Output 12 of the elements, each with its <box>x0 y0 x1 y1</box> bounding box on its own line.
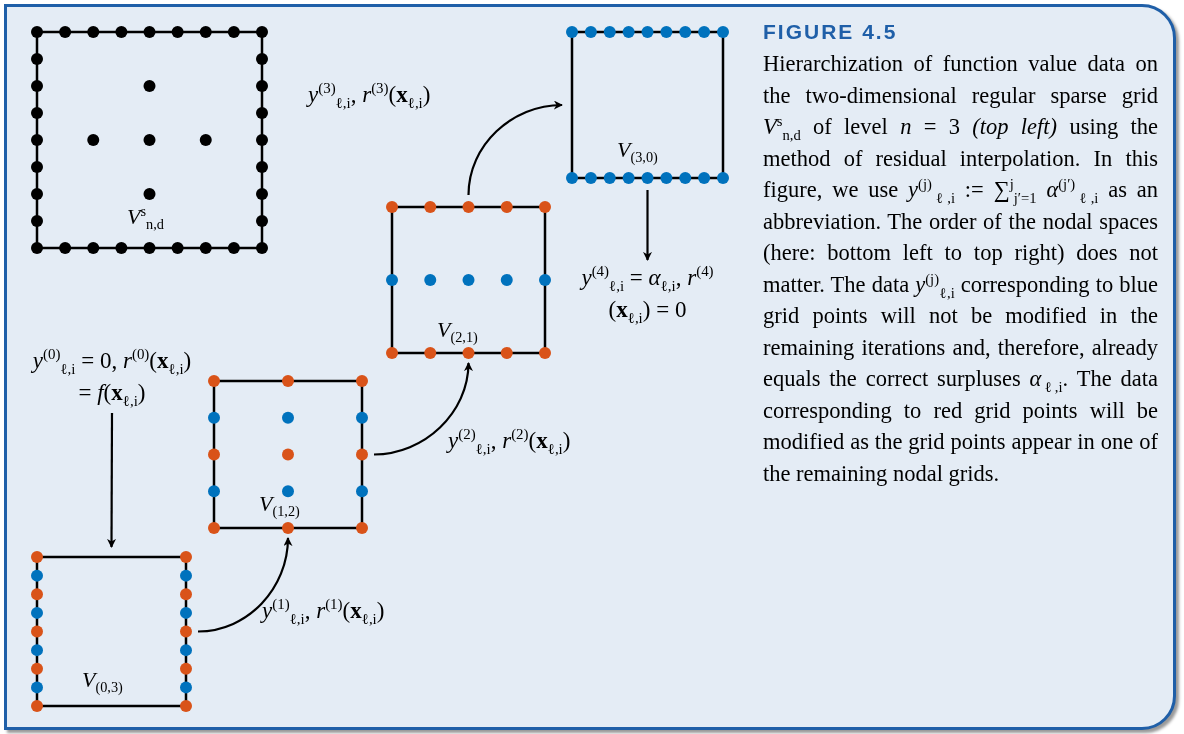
curved-arrow <box>643 190 652 261</box>
formula-text: y$^{(4)}$$_{ℓ,i}$ = α$_{ℓ,i}$, r$^{(4)}$(x$_{ℓ,i}$) = 0 <box>578 262 715 327</box>
formula-text: y$^{(0)}$$_{ℓ,i}$ = 0, r$^{(0)}$(x$_{ℓ,i}$) = f(x$_{ℓ,i}$) <box>32 345 192 410</box>
edge-label: y$^{(3)}$$_{ℓ,i}$, r$^{(3)}$(x$_{ℓ,i}$) <box>308 82 431 108</box>
edge-label: y$^{(2)}$$_{ℓ,i}$, r$^{(2)}$(x$_{ℓ,i}$) <box>448 428 571 454</box>
curved-arrow <box>107 413 117 548</box>
curved-arrow <box>373 362 473 456</box>
edge-label: y$^{(1)}$$_{ℓ,i}$, r$^{(1)}$(x$_{ℓ,i}$) <box>262 598 385 624</box>
curved-arrow <box>197 537 292 633</box>
curved-arrow <box>467 101 563 196</box>
figure-caption: Hierarchization of function value data on the two-dimensional regular sparse grid V$^{s}$$_{n,d}$ of level n = 3 (top left) using the method of residual interpolation. In this figure, we use y$^{(j)}$$_{ℓ,i}$ := ∑$^{j}$$_{j′=1}$ α$^{(j′)}$$_{ℓ,i}$ as an abbreviation. The order of the nodal spaces (here: bottom left to top right) does not matter. The data y$^{(j)}$$_{ℓ,i}$ corresponding to blue grid points will not be modified in the remaining iterations and, therefore, already equals the correct surpluses α$_{ℓ,i}$. The data corresponding to red grid points will be modified as the grid points appear in one of the remaining nodal grids. <box>763 50 1158 488</box>
figure-title: FIGURE 4.5 <box>763 20 898 44</box>
